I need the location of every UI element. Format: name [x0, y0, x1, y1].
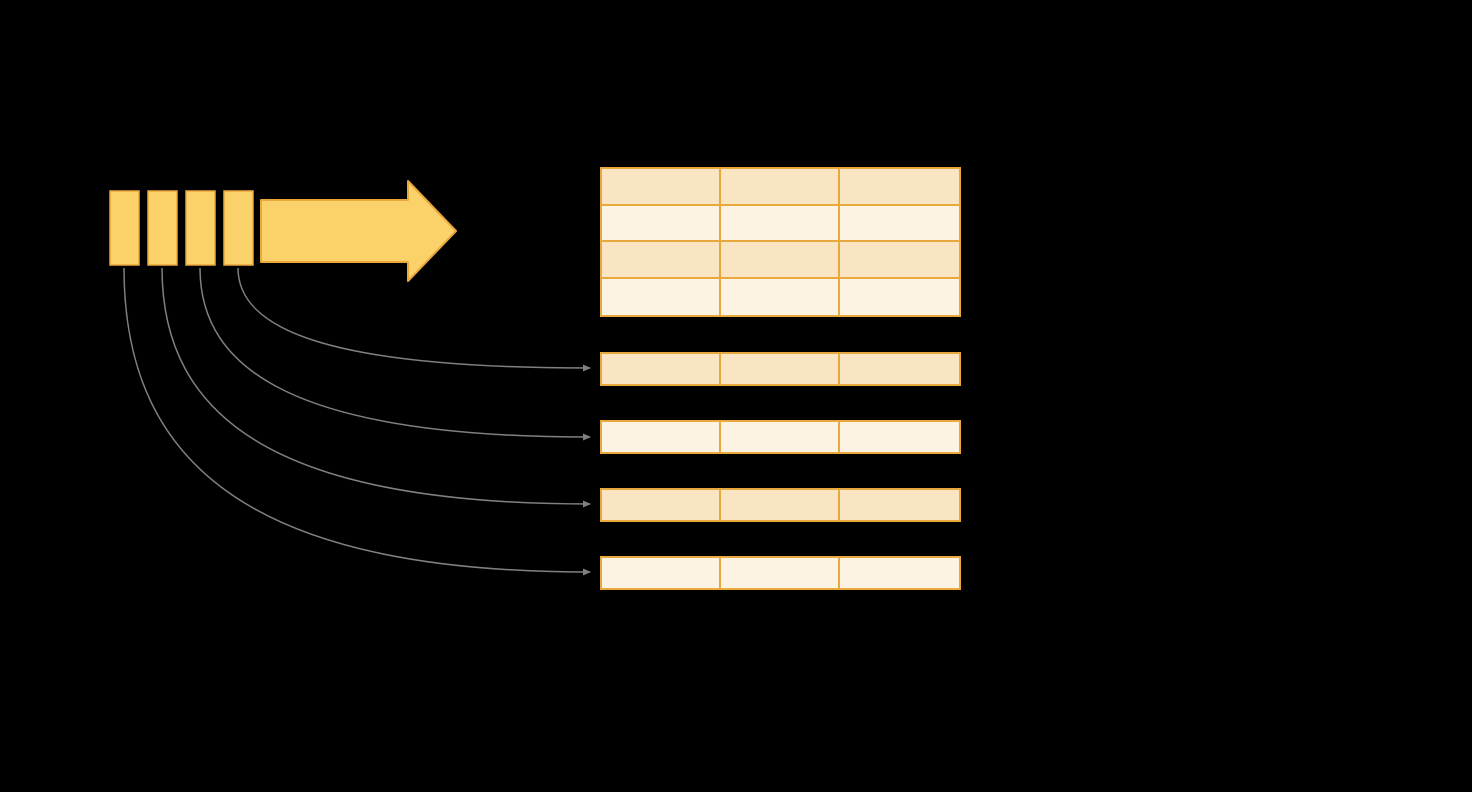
queue-segment-3 — [185, 190, 216, 266]
flow-arrow — [260, 180, 457, 282]
row-table-4 — [600, 556, 961, 590]
table-cell — [602, 354, 721, 384]
table-cell — [721, 558, 840, 588]
table-cell — [721, 422, 840, 452]
table-cell — [840, 354, 959, 384]
main-table — [600, 167, 961, 317]
table-cell — [840, 242, 959, 279]
queue-segment-1 — [109, 190, 140, 266]
table-cell — [840, 490, 959, 520]
table-cell — [840, 422, 959, 452]
row-table-3 — [600, 488, 961, 522]
connector-queue3-to-row-table-2 — [199, 267, 591, 441]
table-cell — [721, 490, 840, 520]
table-cell — [840, 278, 959, 315]
table-cell — [721, 242, 840, 279]
row-table-1 — [600, 352, 961, 386]
table-cell — [602, 169, 721, 206]
table-cell — [840, 205, 959, 242]
table-cell — [602, 278, 721, 315]
table-cell — [602, 558, 721, 588]
table-cell — [602, 242, 721, 279]
table-cell — [602, 490, 721, 520]
queue-segment-4 — [223, 190, 254, 266]
connector-queue4-to-row-table-1 — [237, 267, 591, 372]
table-cell — [602, 205, 721, 242]
table-cell — [721, 354, 840, 384]
table-cell — [721, 205, 840, 242]
table-cell — [721, 169, 840, 206]
connector-queue2-to-row-table-3 — [161, 267, 591, 508]
table-cell — [840, 558, 959, 588]
table-cell — [840, 169, 959, 206]
table-cell — [721, 278, 840, 315]
queue-segment-2 — [147, 190, 178, 266]
connector-queue1-to-row-table-4 — [123, 267, 591, 576]
row-table-2 — [600, 420, 961, 454]
table-cell — [602, 422, 721, 452]
